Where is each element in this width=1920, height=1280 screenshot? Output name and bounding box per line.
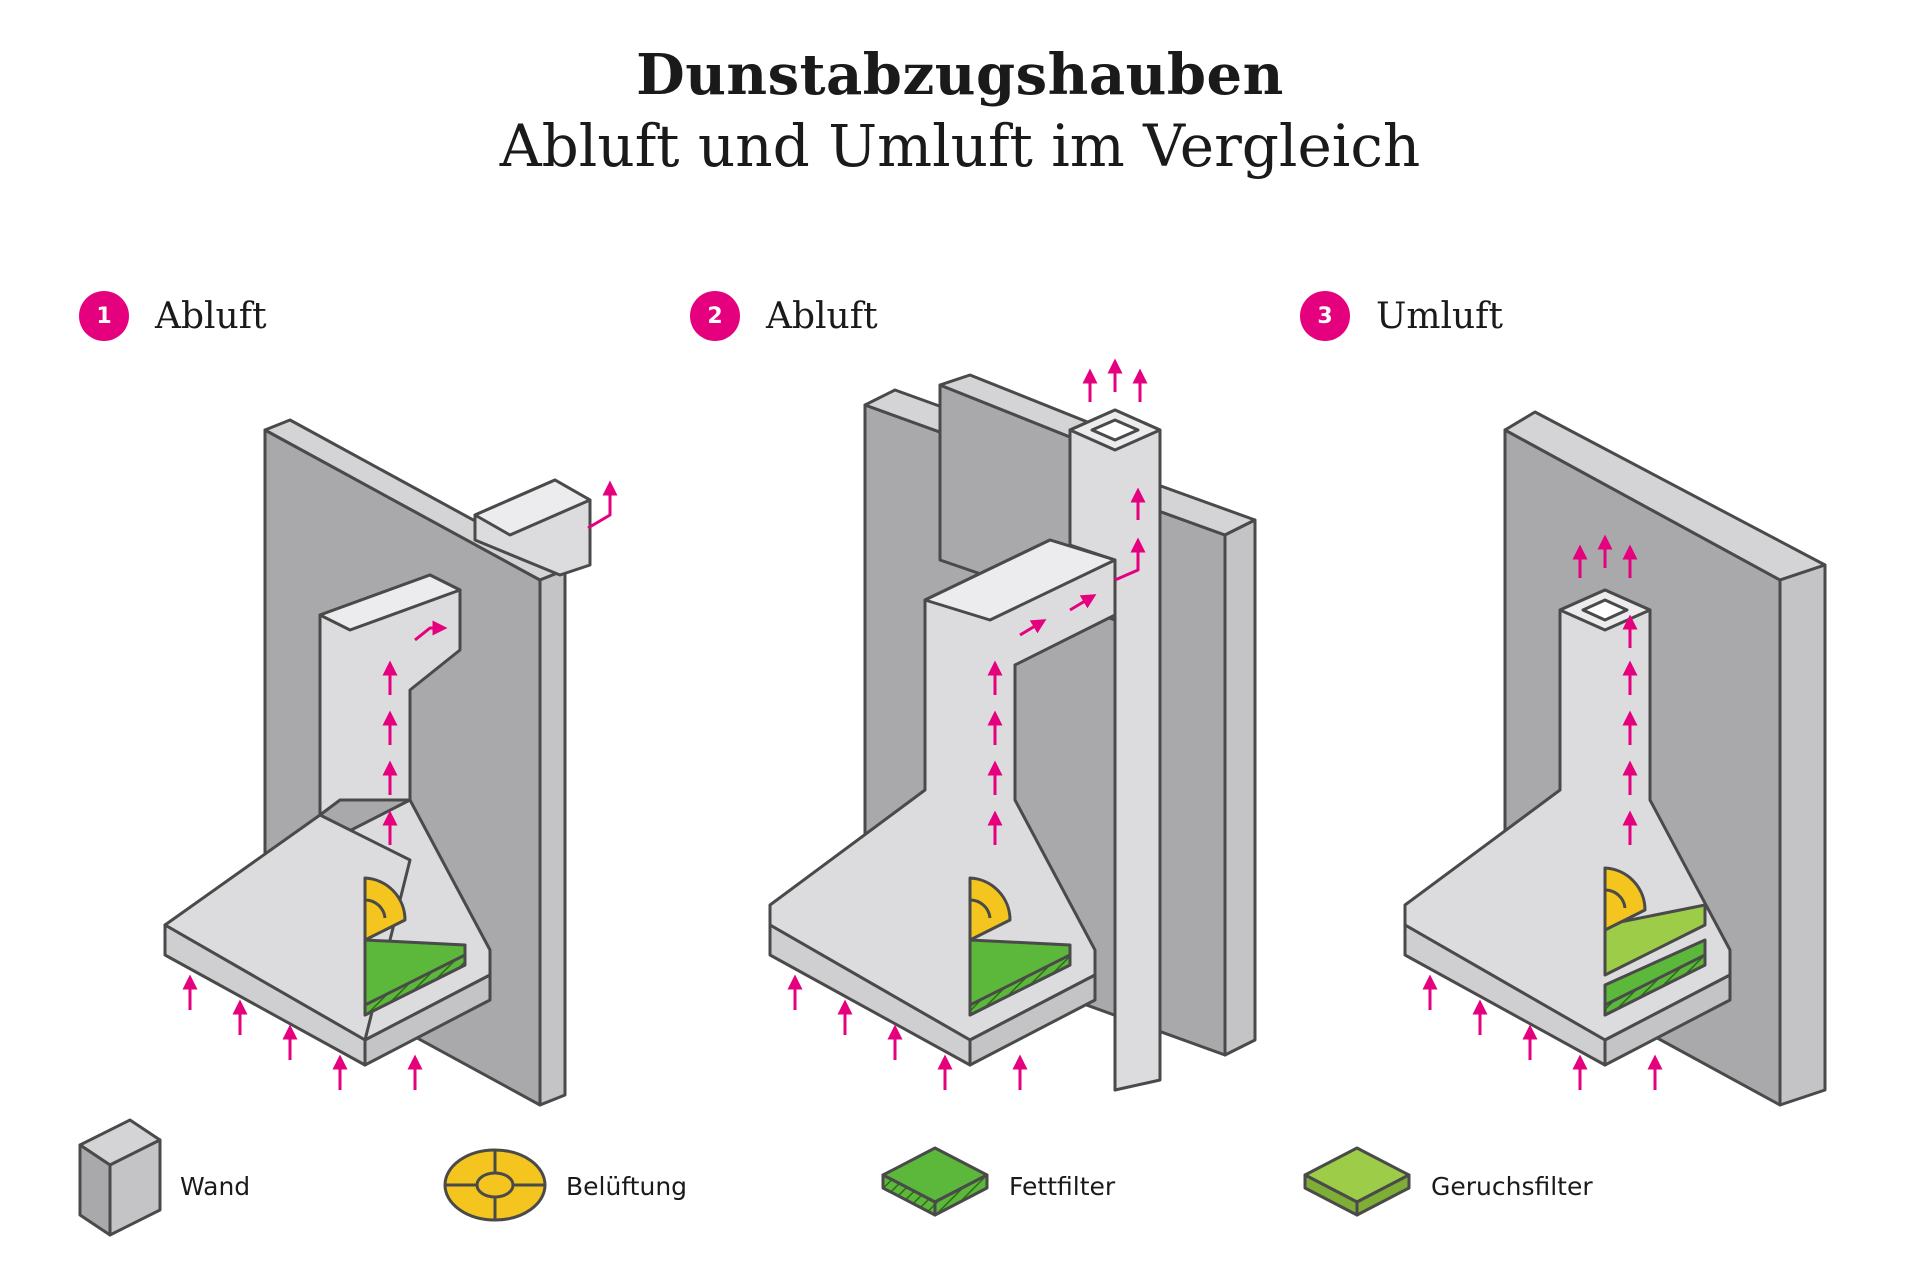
- panel-3-hood: [1403, 588, 1732, 1067]
- panel-3-airflow-arrows: [1422, 534, 1663, 1090]
- legend-label-geruchsfilter: Geruchsfilter: [1431, 1172, 1593, 1201]
- legend-wall-icon: [78, 1118, 162, 1237]
- panel-2-heading: 2 Abluft: [690, 290, 878, 342]
- panel-3-heading: 3 Umluft: [1300, 290, 1503, 342]
- panel-3-illustration: [1403, 410, 1827, 1107]
- legend-label-fettfilter: Fettfilter: [1009, 1172, 1116, 1201]
- panel-1-hood: [163, 573, 492, 1067]
- panel-2-number-badge: 2: [690, 291, 740, 341]
- panel-1-illustration: [163, 418, 618, 1107]
- legend-label-belueftung: Belüftung: [566, 1172, 688, 1201]
- panel-2-illustration: [768, 358, 1257, 1092]
- panel-1-label: Abluft: [155, 295, 267, 337]
- legend-odor-filter-icon: [1303, 1146, 1411, 1217]
- diagram-title: Dunstabzugshauben: [636, 42, 1284, 108]
- legend-label-wand: Wand: [180, 1172, 251, 1201]
- panel-1-number-badge: 1: [79, 291, 129, 341]
- panel-1-heading: 1 Abluft: [79, 290, 267, 342]
- panel-2-hood: [768, 538, 1117, 1067]
- diagram-subtitle: Abluft und Umluft im Vergleich: [499, 112, 1421, 180]
- legend-fan-icon: [443, 1148, 547, 1222]
- panel-1-wall-duct: [473, 478, 592, 577]
- panel-1-airflow-arrows: [182, 480, 618, 1090]
- panel-2-label: Abluft: [766, 295, 878, 337]
- panel-2-airflow-arrows: [787, 358, 1148, 1090]
- legend-grease-filter-icon: [881, 1146, 989, 1217]
- panel-3-number-badge: 3: [1300, 291, 1350, 341]
- panel-3-label: Umluft: [1376, 295, 1503, 337]
